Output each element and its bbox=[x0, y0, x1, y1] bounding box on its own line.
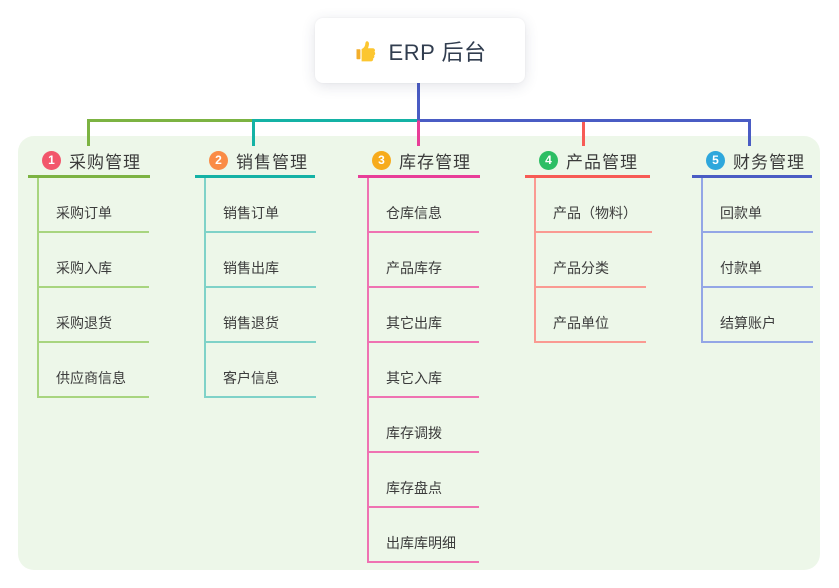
mindmap-node[interactable]: 出库库明细 bbox=[367, 508, 479, 563]
branch-sales: 2 销售管理 销售订单 销售出库 销售退货 客户信息 bbox=[195, 146, 316, 398]
mindmap-node[interactable]: 库存盘点 bbox=[367, 453, 479, 508]
mindmap-node[interactable]: 供应商信息 bbox=[37, 343, 149, 398]
mindmap-node[interactable]: 采购订单 bbox=[37, 178, 149, 233]
branch-sales-header[interactable]: 2 销售管理 bbox=[195, 146, 315, 178]
branch-number-badge: 3 bbox=[372, 151, 391, 170]
mindmap-node[interactable]: 销售退货 bbox=[204, 288, 316, 343]
branch-finance: 5 财务管理 回款单 付款单 结算账户 bbox=[692, 146, 813, 343]
branch-sales-children: 销售订单 销售出库 销售退货 客户信息 bbox=[204, 178, 316, 398]
branch-number-badge: 2 bbox=[209, 151, 228, 170]
branch-label: 财务管理 bbox=[733, 153, 805, 172]
branch-label: 销售管理 bbox=[236, 153, 308, 172]
mindmap-node[interactable]: 其它出库 bbox=[367, 288, 479, 343]
branch-number-badge: 5 bbox=[706, 151, 725, 170]
mindmap-node[interactable]: 回款单 bbox=[701, 178, 813, 233]
branch-label: 库存管理 bbox=[399, 153, 471, 172]
branch-inventory-children: 仓库信息 产品库存 其它出库 其它入库 库存调拨 库存盘点 出库库明细 bbox=[367, 178, 480, 563]
mindmap-node[interactable]: 采购退货 bbox=[37, 288, 149, 343]
branch-purchase: 1 采购管理 采购订单 采购入库 采购退货 供应商信息 bbox=[28, 146, 150, 398]
branch-label: 采购管理 bbox=[69, 153, 141, 172]
mindmap-node[interactable]: 产品（物料） bbox=[534, 178, 652, 233]
branch-product-children: 产品（物料） 产品分类 产品单位 bbox=[534, 178, 652, 343]
thumbs-up-icon bbox=[356, 40, 375, 61]
mindmap-node[interactable]: 销售订单 bbox=[204, 178, 316, 233]
branch-purchase-children: 采购订单 采购入库 采购退货 供应商信息 bbox=[37, 178, 150, 398]
mindmap-node[interactable]: 库存调拨 bbox=[367, 398, 479, 453]
mindmap-node[interactable]: 客户信息 bbox=[204, 343, 316, 398]
branch-finance-header[interactable]: 5 财务管理 bbox=[692, 146, 812, 178]
mindmap-node[interactable]: 产品分类 bbox=[534, 233, 646, 288]
mindmap-node[interactable]: 付款单 bbox=[701, 233, 813, 288]
root-node[interactable]: ERP 后台 bbox=[315, 18, 525, 83]
branch-finance-children: 回款单 付款单 结算账户 bbox=[701, 178, 813, 343]
branch-product-header[interactable]: 4 产品管理 bbox=[525, 146, 650, 178]
root-node-label: ERP 后台 bbox=[388, 39, 487, 65]
mindmap-canvas-panel bbox=[18, 136, 820, 570]
branch-inventory-header[interactable]: 3 库存管理 bbox=[358, 146, 480, 178]
mindmap-node[interactable]: 销售出库 bbox=[204, 233, 316, 288]
mindmap-node[interactable]: 其它入库 bbox=[367, 343, 479, 398]
mindmap-node[interactable]: 采购入库 bbox=[37, 233, 149, 288]
mindmap-node[interactable]: 仓库信息 bbox=[367, 178, 479, 233]
mindmap-node[interactable]: 结算账户 bbox=[701, 288, 813, 343]
mindmap-node[interactable]: 产品单位 bbox=[534, 288, 646, 343]
branch-number-badge: 4 bbox=[539, 151, 558, 170]
branch-number-badge: 1 bbox=[42, 151, 61, 170]
branch-label: 产品管理 bbox=[566, 153, 638, 172]
branch-purchase-header[interactable]: 1 采购管理 bbox=[28, 146, 150, 178]
mindmap-node[interactable]: 产品库存 bbox=[367, 233, 479, 288]
branch-inventory: 3 库存管理 仓库信息 产品库存 其它出库 其它入库 库存调拨 库存盘点 出库库… bbox=[358, 146, 480, 563]
branch-product: 4 产品管理 产品（物料） 产品分类 产品单位 bbox=[525, 146, 652, 343]
